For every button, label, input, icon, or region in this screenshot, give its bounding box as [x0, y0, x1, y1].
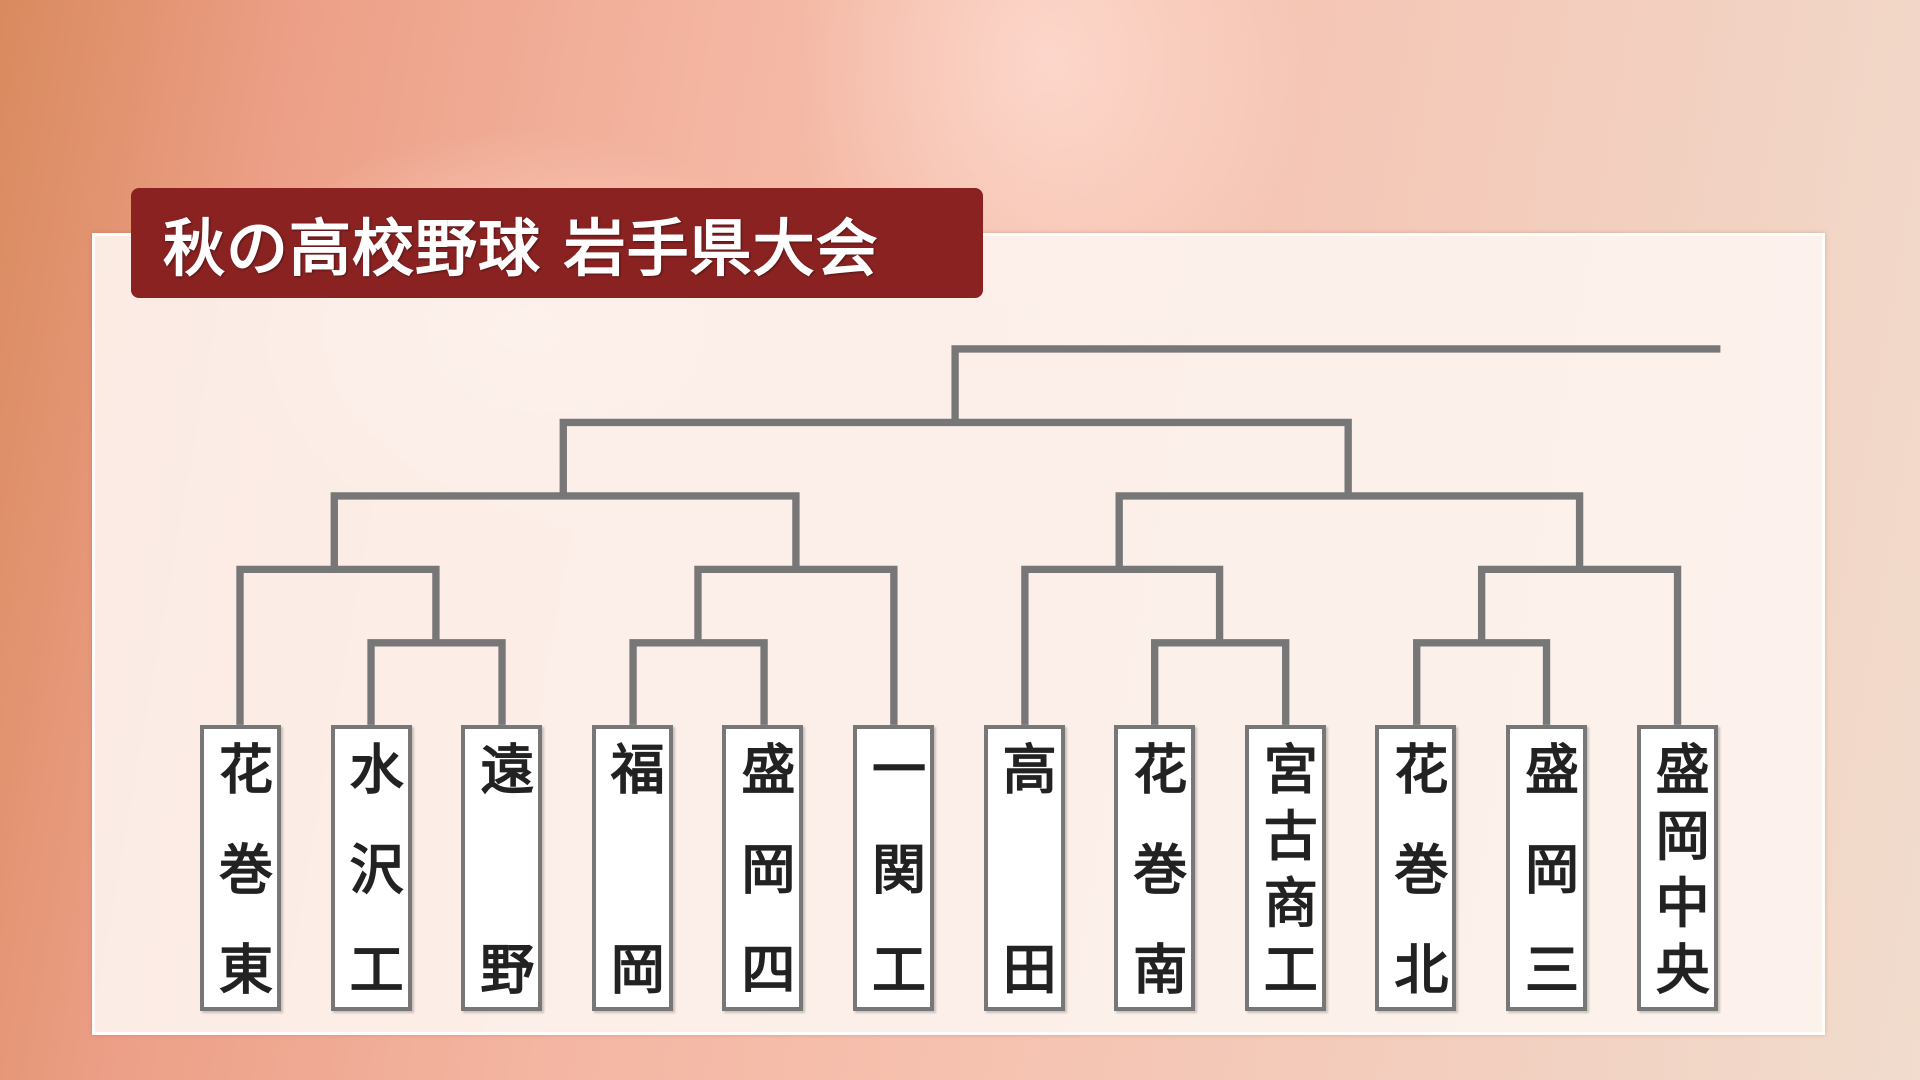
- team-name: 宮古商工: [1254, 741, 1318, 995]
- bracket-line: [330, 492, 800, 570]
- team-box: 盛岡中央: [1636, 725, 1718, 1011]
- team-name: 水沢工: [340, 741, 404, 995]
- page-title: 秋の高校野球 岩手県大会: [131, 188, 983, 298]
- bracket-line: [236, 565, 440, 725]
- team-box: 花巻東: [200, 725, 281, 1011]
- bracket-line: [1151, 639, 1290, 725]
- bracket-line: [1413, 639, 1551, 725]
- bracket-line: [367, 639, 506, 725]
- team-name: 高田: [993, 741, 1057, 995]
- team-box: 一関工: [853, 725, 934, 1011]
- team-name: 一関工: [862, 741, 926, 995]
- bracket-line: [1115, 492, 1584, 570]
- team-box: 高田: [983, 725, 1065, 1011]
- team-name: 盛岡三: [1515, 741, 1579, 995]
- team-box: 盛岡三: [1506, 725, 1587, 1011]
- bracket-line: [629, 639, 768, 725]
- team-box: 宮古商工: [1244, 725, 1326, 1011]
- team-box: 水沢工: [330, 725, 412, 1011]
- bracket-line: [1477, 565, 1682, 725]
- team-name: 福岡: [601, 741, 665, 995]
- team-name: 遠野: [470, 741, 534, 995]
- team-name: 花巻東: [209, 741, 273, 995]
- team-name: 盛岡中央: [1646, 741, 1710, 995]
- team-box: 盛岡四: [722, 725, 804, 1011]
- team-name: 花巻北: [1384, 741, 1448, 995]
- team-box: 花巻南: [1114, 725, 1196, 1011]
- team-box: 花巻北: [1375, 725, 1457, 1011]
- bracket-line: [694, 565, 898, 725]
- bracket-line: [1021, 565, 1224, 725]
- team-box: 福岡: [591, 725, 673, 1011]
- team-box: 遠野: [461, 725, 543, 1011]
- team-name: 花巻南: [1123, 741, 1187, 995]
- bracket-line: [951, 345, 1721, 423]
- team-name: 盛岡四: [731, 741, 795, 995]
- bracket-line: [559, 418, 1352, 496]
